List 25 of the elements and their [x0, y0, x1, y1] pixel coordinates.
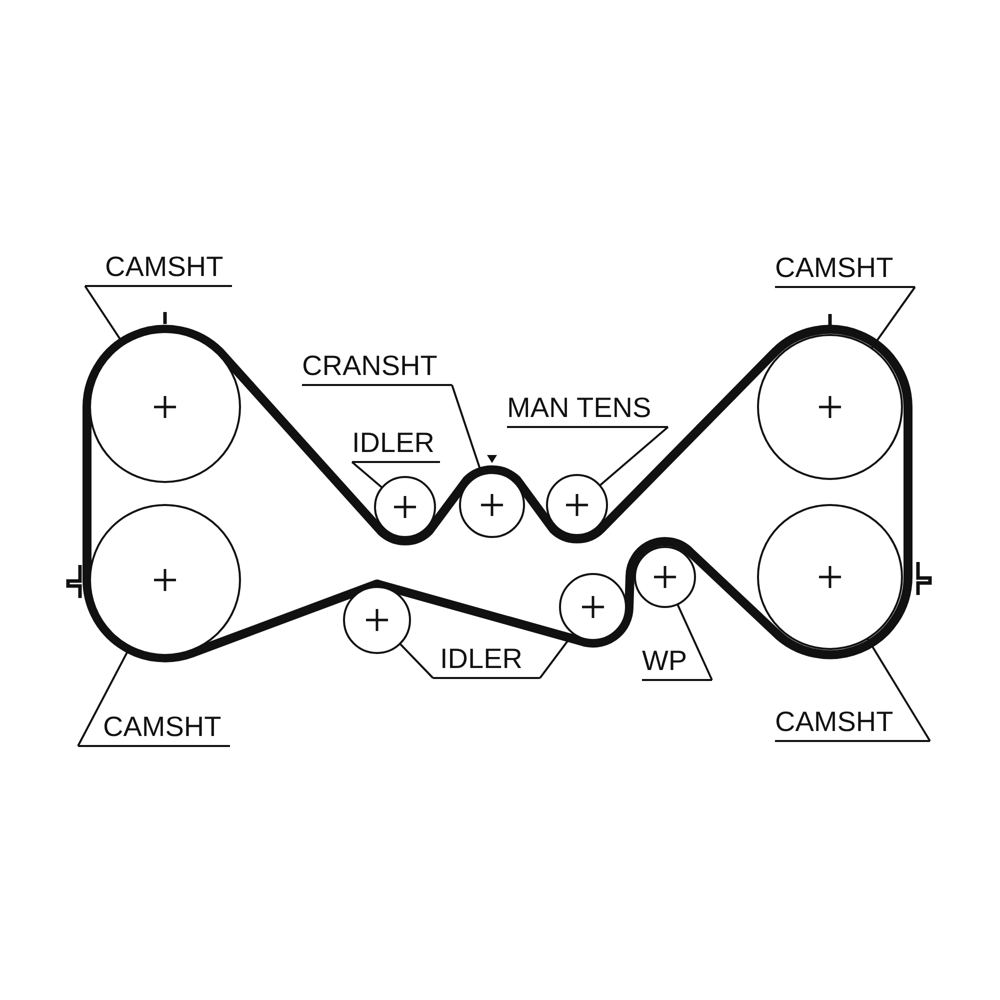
pulley [342, 585, 412, 655]
pulley [373, 475, 437, 539]
part-label: WP [642, 644, 712, 681]
part-label: CAMSHT [775, 251, 915, 288]
leader-line [676, 604, 713, 680]
leader-line [599, 426, 669, 486]
leader-line [351, 461, 383, 488]
pulley [545, 473, 609, 537]
pulley [756, 333, 904, 481]
part-label: CAMSHT [85, 250, 232, 287]
pulley [756, 503, 904, 651]
part-label: CAMSHT [775, 705, 930, 742]
leader-line [399, 643, 434, 679]
pulley [88, 503, 242, 657]
part-label: MAN TENS [507, 391, 668, 428]
pulley [633, 545, 697, 609]
part-label: IDLER [433, 642, 540, 679]
leader-line [870, 286, 916, 349]
leader-line [866, 638, 931, 742]
part-label: CAMSHT [78, 710, 230, 747]
part-label: CRANSHT [302, 349, 452, 386]
pulley [88, 330, 242, 484]
pulley [458, 471, 526, 539]
part-label: IDLER [352, 426, 440, 463]
pulley [558, 572, 628, 642]
